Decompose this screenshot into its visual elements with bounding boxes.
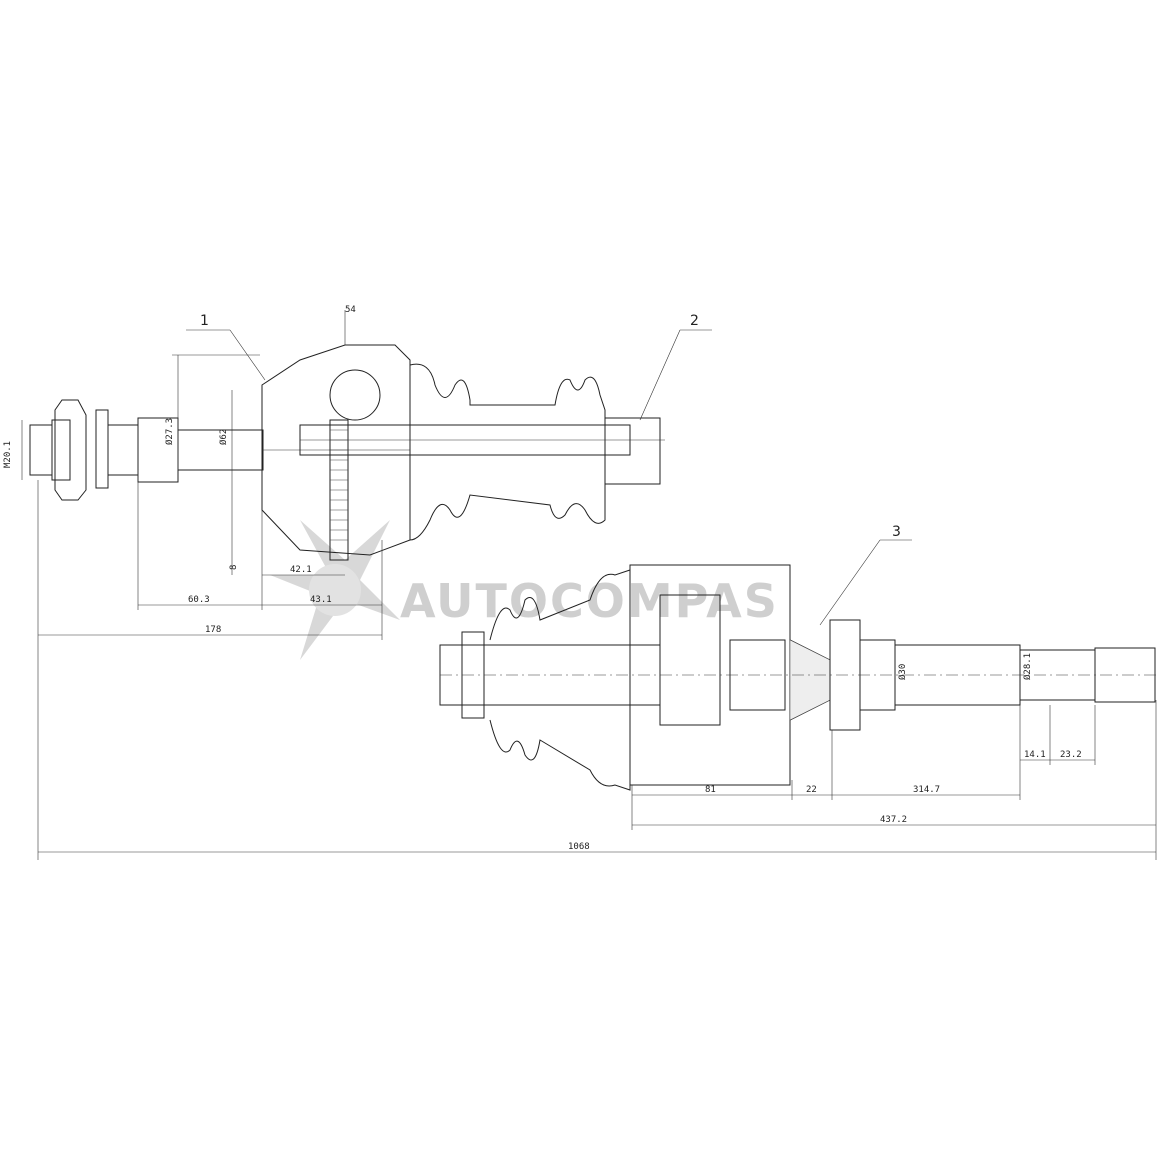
- dim-42-1-label: 42.1: [290, 565, 312, 575]
- dim-23-2-label: 23.2: [1060, 750, 1082, 760]
- dia-28-1-label: Ø28.1: [1022, 653, 1033, 680]
- upper-dimensions: M20.1 Ø27.3 Ø62 8 54 42.1 60.3 43.1 178: [3, 305, 383, 860]
- callout-3: 3: [892, 524, 901, 540]
- watermark-text: AUTOCOMPAS: [400, 574, 779, 628]
- dim-81-label: 81: [705, 785, 716, 795]
- dim-437-2-label: 437.2: [880, 815, 907, 825]
- watermark-logo-icon: [270, 520, 400, 660]
- dim-178-label: 178: [205, 625, 221, 635]
- lower-dimensions: 81 22 314.7 14.1 23.2 437.2 1068: [38, 700, 1157, 860]
- spline-dia-label: Ø27.3: [164, 418, 175, 445]
- callout-2: 2: [690, 313, 699, 329]
- dim-314-7-label: 314.7: [913, 785, 940, 795]
- dim-8-label: 8: [229, 565, 239, 570]
- dia-30-label: Ø30: [897, 664, 908, 680]
- callout-1: 1: [200, 313, 209, 329]
- watermark: AUTOCOMPAS: [270, 520, 779, 660]
- dim-14-1-label: 14.1: [1024, 750, 1046, 760]
- outer-joint-assembly: [29, 344, 665, 561]
- inner-joint-assembly: Ø30 Ø28.1: [439, 564, 1158, 791]
- dim-1068-label: 1068: [568, 842, 590, 852]
- shaft-dia-label: Ø62: [218, 429, 229, 445]
- thread-dia-label: M20.1: [3, 441, 13, 468]
- dim-22-label: 22: [806, 785, 817, 795]
- dim-43-1-label: 43.1: [310, 595, 332, 605]
- dim-60-3-label: 60.3: [188, 595, 210, 605]
- callouts: 1 2 3: [186, 313, 912, 626]
- abs-teeth-label: 54: [345, 305, 356, 315]
